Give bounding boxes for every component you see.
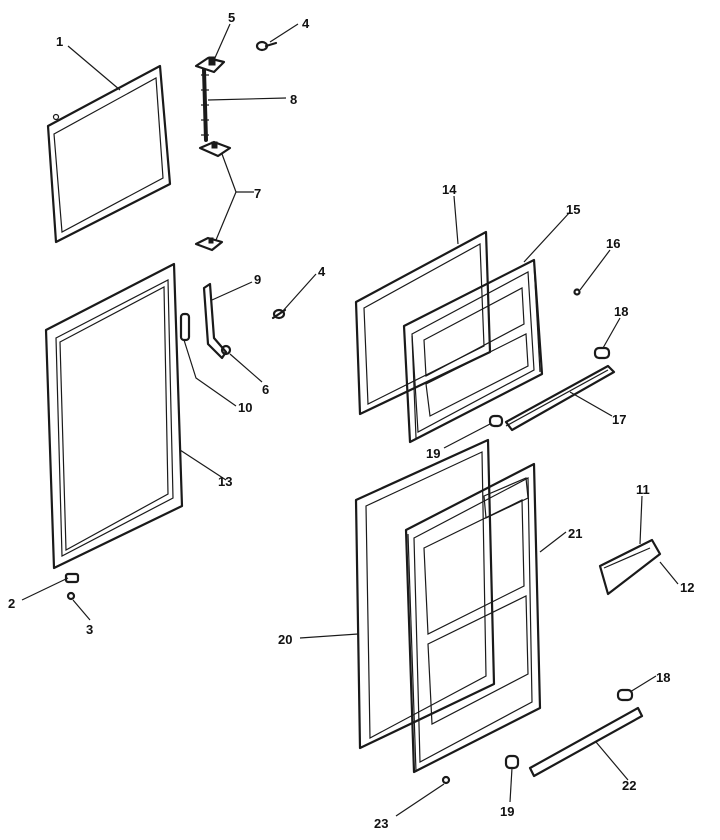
callout-18-lower: 18 [656, 670, 670, 685]
part-22-shelf-bar [528, 706, 644, 778]
part-4-screw-top [255, 40, 278, 52]
part-11-handle [598, 538, 662, 596]
callout-4-top: 4 [302, 16, 310, 31]
callout-19-upper: 19 [426, 446, 440, 461]
part-19-cap-lower [504, 754, 520, 770]
callout-20: 20 [278, 632, 292, 647]
part-8-spring [201, 68, 209, 142]
callout-14: 14 [442, 182, 457, 197]
callout-22: 22 [622, 778, 636, 793]
part-16-screw [573, 288, 581, 296]
part-2-bottom-hinge [64, 572, 80, 584]
callout-3: 3 [86, 622, 93, 637]
callout-7: 7 [254, 186, 261, 201]
part-18-end-cap-upper [593, 346, 611, 360]
part-21-fresh-food-door [404, 462, 542, 774]
callout-1: 1 [56, 34, 63, 49]
part-23-screw [441, 775, 451, 785]
part-19-cap-upper [488, 414, 504, 428]
callout-15: 15 [566, 202, 580, 217]
callout-4-mid: 4 [318, 264, 326, 279]
part-6-hinge-pin [220, 344, 232, 356]
callout-11: 11 [636, 482, 650, 497]
part-3-screw [66, 591, 76, 601]
part-18-end-cap-lower [616, 688, 634, 702]
callout-16: 16 [606, 236, 620, 251]
callout-10: 10 [238, 400, 252, 415]
callout-21: 21 [568, 526, 582, 541]
callout-17: 17 [612, 412, 626, 427]
part-13-door-liner [44, 262, 184, 570]
part-9-hinge-plate [202, 282, 228, 360]
callout-23: 23 [374, 816, 388, 831]
part-17-shelf-bar [504, 364, 616, 432]
callout-2: 2 [8, 596, 15, 611]
part-10-pad [179, 312, 191, 342]
leader-lines [21, 23, 679, 817]
part-7-hinge-bottom [194, 236, 224, 252]
callout-19-lower: 19 [500, 804, 514, 819]
callout-18-upper: 18 [614, 304, 628, 319]
part-15-freezer-door [402, 258, 544, 444]
part-14-freezer-gasket [354, 230, 492, 416]
part-1-frame [46, 64, 172, 244]
callout-labels: 1 5 4 8 7 9 4 6 10 13 2 3 14 15 16 18 17… [8, 10, 694, 831]
callout-6: 6 [262, 382, 269, 397]
part-20-fresh-food-gasket [354, 438, 496, 750]
callout-9: 9 [254, 272, 261, 287]
callout-13: 13 [218, 474, 232, 489]
part-5-hinge-bracket [194, 56, 226, 74]
callout-8: 8 [290, 92, 297, 107]
callout-5: 5 [228, 10, 235, 25]
callout-12: 12 [680, 580, 694, 595]
part-7-hinge-lower [198, 140, 232, 158]
